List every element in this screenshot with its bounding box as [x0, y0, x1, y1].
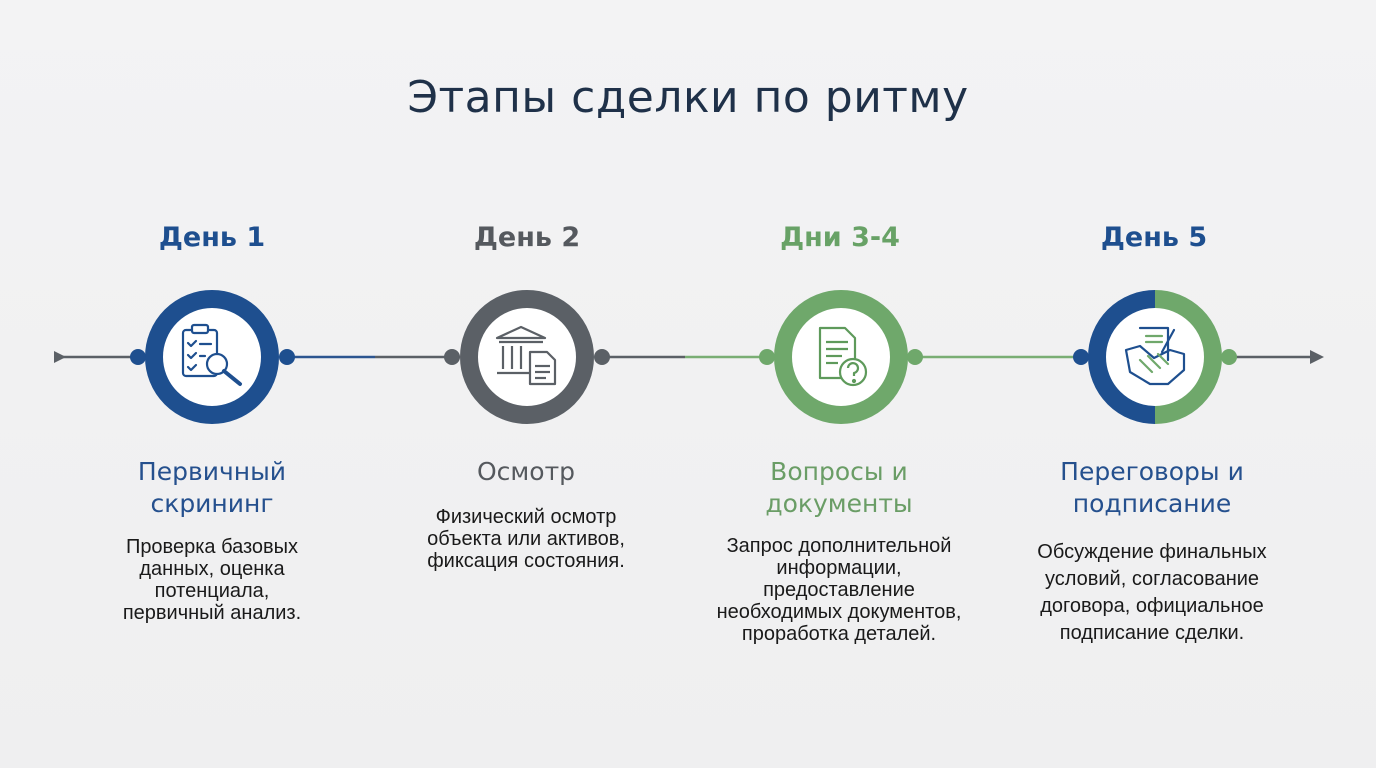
stage-desc-3-line-2: информации,	[776, 557, 902, 579]
stage-desc-2-line-2: объекта или активов,	[427, 528, 625, 550]
handshake-contract-icon	[1124, 326, 1186, 386]
stage-desc-3-line-3: предоставление	[763, 579, 915, 601]
stage-desc-1-line-2: данных, оценка	[139, 558, 285, 580]
stage-desc-2-line-3: фиксация состояния.	[427, 550, 625, 572]
stage-desc-4-line-3: договора, официальное	[1040, 595, 1264, 617]
stage-title-2: Осмотр	[376, 456, 676, 488]
stage-desc-4-line-4: подписание сделки.	[1059, 622, 1245, 644]
day-label-3: Дни 3-4	[780, 222, 900, 253]
stage-desc-3-line-5: проработка деталей.	[741, 623, 937, 645]
stage-title-1: Первичный скрининг	[62, 456, 362, 520]
stage-title-3: Вопросы и документы	[689, 456, 989, 520]
stage-title-4-line-2: подписание	[1072, 489, 1232, 518]
stage-title-1-line-2: скрининг	[150, 489, 274, 518]
clipboard-search-icon	[181, 323, 242, 386]
stage-4-node	[1088, 290, 1222, 424]
building-document-icon	[495, 325, 557, 386]
stage-desc-1-line-3: потенциала,	[154, 580, 270, 602]
stage-desc-1: Проверка базовых данных, оценка потенциа…	[62, 536, 362, 624]
timeline-end-arrow-icon	[1310, 350, 1324, 364]
stage-desc-4-line-1: Обсуждение финальных	[1037, 541, 1267, 563]
page-title: Этапы сделки по ритму	[407, 72, 969, 123]
stage-desc-1-line-1: Проверка базовых	[125, 536, 299, 558]
stage-title-3-line-2: документы	[765, 489, 913, 518]
stage-title-1-line-1: Первичный	[137, 457, 287, 486]
stage-1-node	[145, 290, 279, 424]
stage-desc-2: Физический осмотр объекта или активов, ф…	[376, 506, 676, 572]
timeline-start-arrow-icon	[54, 351, 66, 363]
stage-3-node	[774, 290, 908, 424]
stage-title-3-line-1: Вопросы и	[770, 457, 908, 486]
stage-desc-4: Обсуждение финальных условий, согласован…	[1002, 539, 1302, 647]
stage-title-2-line-1: Осмотр	[476, 457, 575, 486]
stage-desc-1-line-4: первичный анализ.	[122, 602, 302, 624]
stage-desc-3: Запрос дополнительной информации, предос…	[689, 535, 989, 645]
stage-desc-2-line-1: Физический осмотр	[435, 506, 617, 528]
stage-desc-4-line-2: условий, согласование	[1044, 568, 1260, 590]
day-label-2: День 2	[473, 222, 581, 253]
connector-dots	[130, 349, 1237, 365]
day-label-1: День 1	[158, 222, 266, 253]
stage-title-4: Переговоры и подписание	[1002, 456, 1302, 520]
stage-title-4-line-1: Переговоры и	[1060, 457, 1244, 486]
day-label-4: День 5	[1100, 222, 1208, 253]
stage-desc-3-line-1: Запрос дополнительной	[726, 535, 952, 557]
stage-desc-3-line-4: необходимых документов,	[716, 601, 962, 623]
stage-2-node	[460, 290, 594, 424]
document-question-icon	[818, 326, 868, 387]
